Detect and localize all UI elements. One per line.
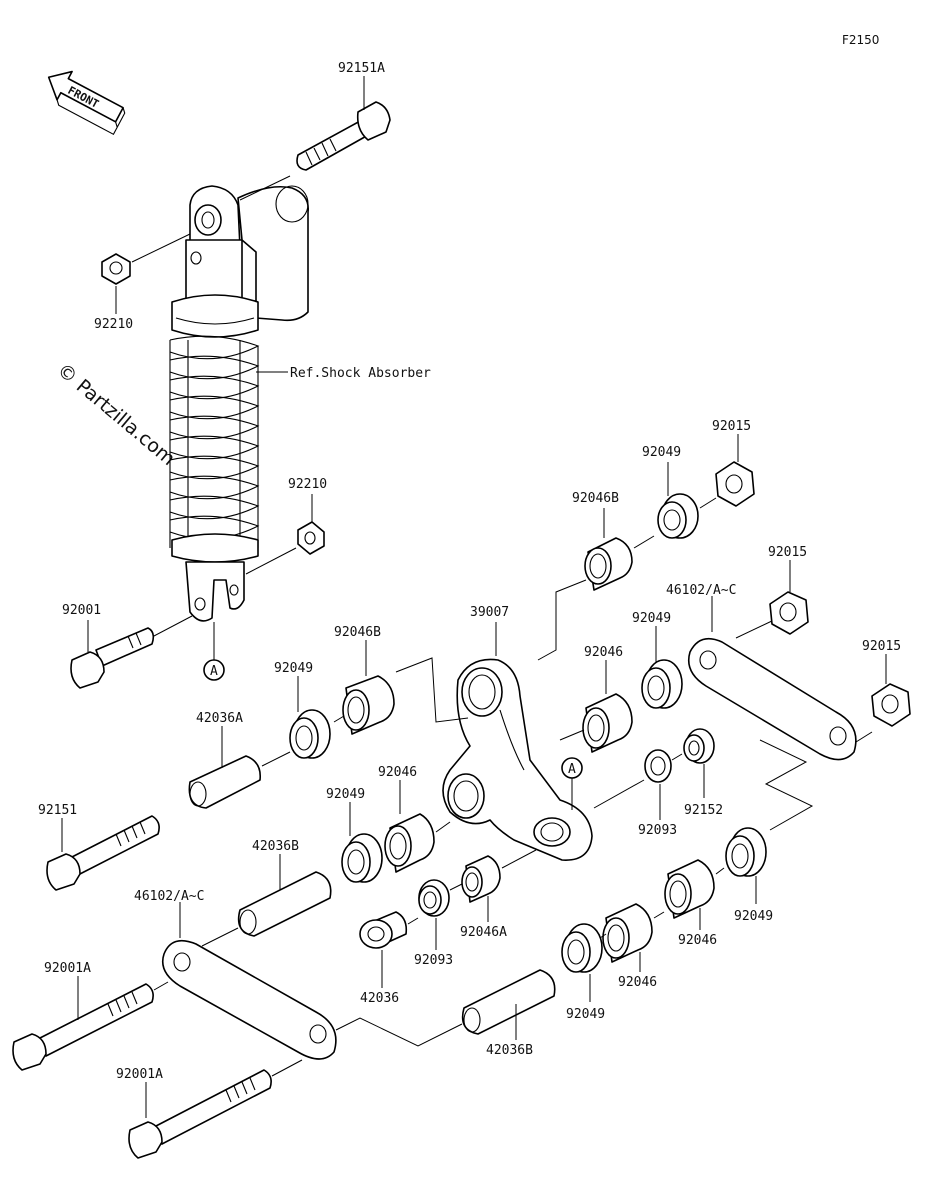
label-seal-top-right: 92049 <box>642 445 681 460</box>
label-collar-left-upper: 42036A <box>196 711 243 726</box>
bearing-92046-left-mid <box>384 813 435 873</box>
label-bearing-top: 92046B <box>572 491 619 506</box>
label-collar-bottom: 42036B <box>486 1043 533 1058</box>
tie-rod-46102-left <box>161 939 337 1060</box>
marker-a-left-letter: A <box>210 664 218 679</box>
label-seal-left-mid: 92049 <box>326 787 365 802</box>
diagram-code: F2150 <box>842 33 879 47</box>
label-bolt-lower-2: 92001A <box>116 1067 163 1082</box>
label-bearing-lower-right-2: 92046 <box>618 975 657 990</box>
nut-92015-mid <box>769 591 809 635</box>
bearing-92046b-top <box>584 537 633 591</box>
label-tie-rod-right: 46102/A~C <box>666 583 736 598</box>
label-nut-far-right: 92015 <box>862 639 901 654</box>
ref-shock-absorber-label: Ref.Shock Absorber <box>290 366 431 381</box>
label-bearing-small: 92046A <box>460 925 507 940</box>
shock-absorber <box>169 185 309 622</box>
label-collar-left-lower: 42036B <box>252 839 299 854</box>
label-nut-top-right: 92015 <box>712 419 751 434</box>
bolt-92001 <box>70 627 155 689</box>
seal-92049-top <box>657 493 699 539</box>
label-collar-flanged: 42036 <box>360 991 399 1006</box>
label-seal-right-mid: 92049 <box>632 611 671 626</box>
seal-92152 <box>683 728 715 764</box>
nut-92015-far-right <box>871 683 911 727</box>
collar-42036b-bottom <box>461 969 556 1035</box>
rocker-arm-39007 <box>442 658 593 861</box>
seal-92049-left-upper <box>289 709 331 759</box>
collar-42036b-left <box>237 871 332 937</box>
bolt-92001a-lower <box>128 1069 272 1159</box>
nut-92210-mid <box>297 521 325 555</box>
marker-a-left <box>203 659 225 681</box>
marker-a-right-letter: A <box>568 762 576 777</box>
seal-92049-lower-right <box>725 827 767 877</box>
label-bearing-lower-right-1: 92046 <box>678 933 717 948</box>
seal-92049-left-mid <box>341 833 383 883</box>
label-bearing-left-upper: 92046B <box>334 625 381 640</box>
collar-42036a <box>188 755 262 809</box>
label-rocker-arm: 39007 <box>470 605 509 620</box>
washer-92093-lower <box>418 879 450 917</box>
nut-92015-top <box>715 461 755 507</box>
label-nut-top: 92210 <box>94 317 133 332</box>
bearing-92046b-left <box>342 675 395 735</box>
seal-92049-right-mid <box>641 659 683 709</box>
bolt-92151a <box>296 101 391 171</box>
label-seal-small-right: 92152 <box>684 803 723 818</box>
watermark-text: © Partzilla.com <box>53 359 179 470</box>
bearing-92046-lower-right-2 <box>602 903 653 963</box>
label-bolt-lower-left: 92001 <box>62 603 101 618</box>
label-bolt-lower-1: 92001A <box>44 961 91 976</box>
bolt-92001a-upper <box>12 983 154 1071</box>
washer-92093-right <box>644 749 672 783</box>
label-nut-right-mid: 92015 <box>768 545 807 560</box>
bearing-92046a <box>461 855 501 903</box>
label-seal-lower-mid: 92049 <box>566 1007 605 1022</box>
nut-92210-top <box>101 253 131 285</box>
label-washer-right: 92093 <box>638 823 677 838</box>
front-arrow-icon: FRONT <box>47 70 126 136</box>
label-seal-lower-right: 92049 <box>734 909 773 924</box>
tie-rod-46102-right <box>687 637 857 761</box>
label-bolt-top: 92151A <box>338 61 385 76</box>
label-bolt-left: 92151 <box>38 803 77 818</box>
bolt-92151 <box>46 815 160 891</box>
label-bearing-right-mid: 92046 <box>584 645 623 660</box>
bearing-92046-right-mid <box>582 693 633 753</box>
collar-42036 <box>359 911 408 949</box>
label-tie-rod-left: 46102/A~C <box>134 889 204 904</box>
bearing-92046-lower-right-1 <box>664 859 715 919</box>
label-washer-lower: 92093 <box>414 953 453 968</box>
label-seal-left-upper: 92049 <box>274 661 313 676</box>
label-nut-mid: 92210 <box>288 477 327 492</box>
label-bearing-left-mid: 92046 <box>378 765 417 780</box>
seal-92049-lower-mid <box>561 923 603 973</box>
